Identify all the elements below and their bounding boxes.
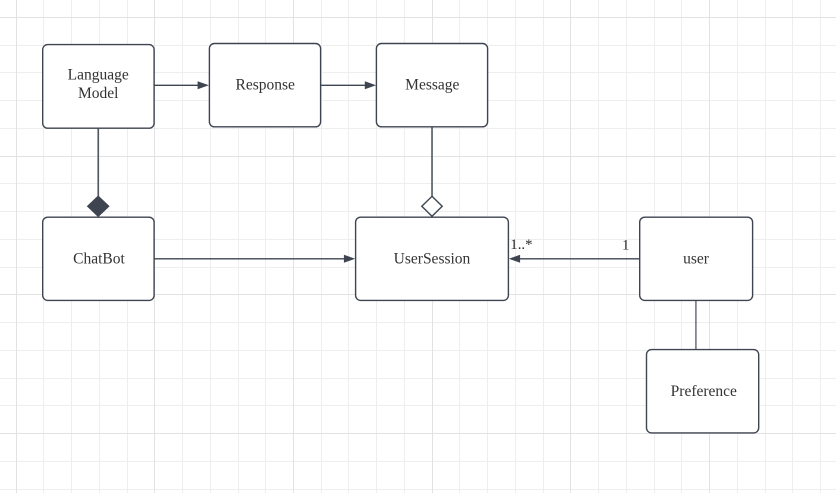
svg-text:Preference: Preference [671, 383, 737, 400]
svg-text:1..*: 1..* [510, 237, 532, 253]
svg-text:ChatBot: ChatBot [73, 251, 125, 268]
svg-text:user: user [683, 251, 710, 268]
svg-text:Model: Model [78, 85, 118, 102]
svg-text:Response: Response [235, 76, 295, 93]
svg-text:Message: Message [405, 76, 459, 93]
svg-text:Language: Language [68, 67, 129, 84]
svg-text:1: 1 [622, 237, 629, 253]
svg-text:UserSession: UserSession [394, 251, 471, 268]
